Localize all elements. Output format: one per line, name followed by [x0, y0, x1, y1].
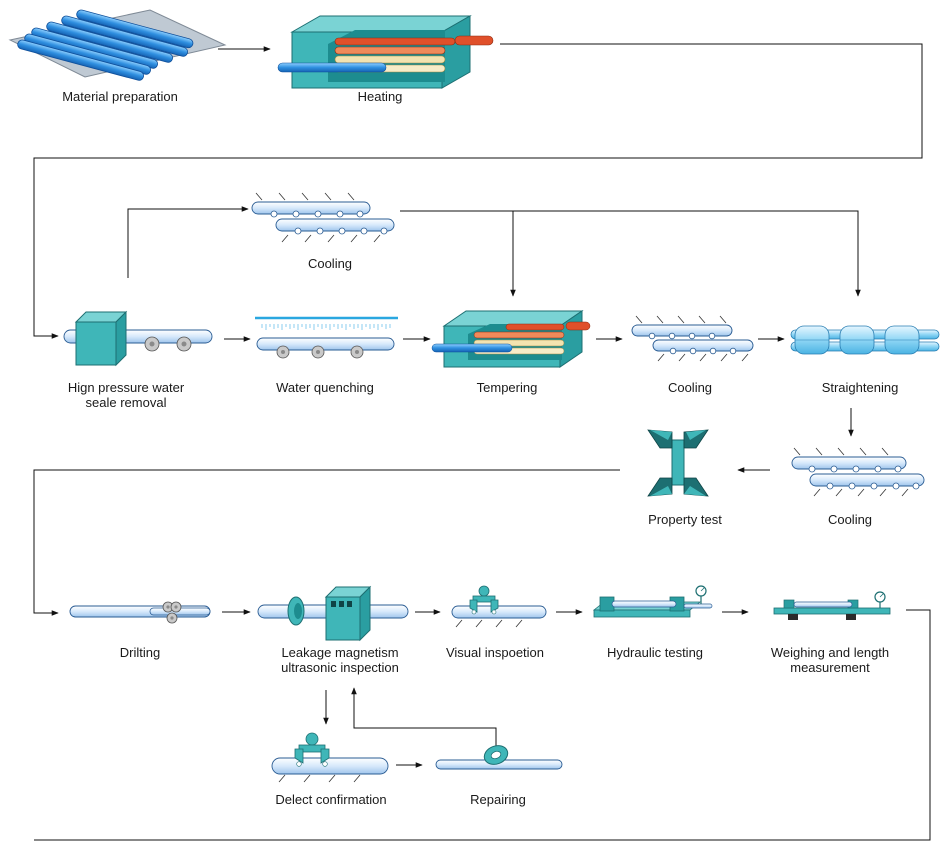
drilling-icon [69, 601, 211, 624]
weighing-measurement-icon [773, 591, 891, 620]
descaling-box-icon [63, 310, 213, 367]
cooling-bed-top-icon [251, 192, 395, 243]
visual-inspection-icon [451, 585, 547, 628]
material-preparation-icon [8, 9, 227, 81]
visual-inspection-label: Visual inspoetion [445, 645, 545, 660]
heating-label: Heating [357, 89, 403, 104]
flow-connector [351, 687, 497, 760]
repairing-label: Repairing [470, 792, 526, 807]
flow-connector [34, 609, 931, 841]
water-quenching-label: Water quenching [276, 380, 374, 395]
property-test-icon [647, 429, 709, 497]
flow-connector [400, 210, 861, 297]
flow-connector [127, 206, 249, 278]
flow-connector [33, 43, 923, 339]
defect-confirmation-icon [271, 732, 389, 783]
cooling-top-label: Cooling [307, 256, 353, 271]
drilting-label: Drilting [119, 645, 161, 660]
descaling-label-line2: seale removal [85, 395, 167, 410]
descaling-label: Hign pressure water seale removal [46, 380, 206, 410]
cooling-mid-label: Cooling [667, 380, 713, 395]
inspection-label-line2: ultrasonic inspection [281, 660, 399, 675]
hydraulic-testing-label: Hydraulic testing [606, 645, 704, 660]
flow-connector [33, 469, 620, 616]
material-preparation-label: Material preparation [62, 89, 178, 104]
ultrasonic-inspection-icon [257, 585, 409, 642]
water-quench-icon [255, 316, 398, 359]
inspection-label-line1: Leakage magnetism [281, 645, 399, 660]
descaling-label-line1: Hign pressure water [67, 380, 185, 395]
weighing-label-line2: measurement [790, 660, 870, 675]
property-test-label: Property test [648, 512, 722, 527]
cooling-bed-mid-icon [631, 315, 754, 362]
tempering-label: Tempering [476, 380, 538, 395]
straightening-icon [790, 325, 940, 355]
hydraulic-testing-icon [592, 585, 713, 618]
straightening-label: Straightening [821, 380, 899, 395]
inspection-label: Leakage magnetism ultrasonic inspection [255, 645, 425, 675]
cooling-lower-label: Cooling [827, 512, 873, 527]
cooling-bed-lower-icon [791, 447, 925, 497]
repairing-icon [435, 745, 563, 770]
defect-confirmation-label: Delect confirmation [275, 792, 387, 807]
tempering-furnace-icon [431, 310, 591, 368]
weighing-label: Weighing and length measurement [750, 645, 910, 675]
heating-furnace-icon [277, 15, 494, 89]
weighing-label-line1: Weighing and length [770, 645, 890, 660]
